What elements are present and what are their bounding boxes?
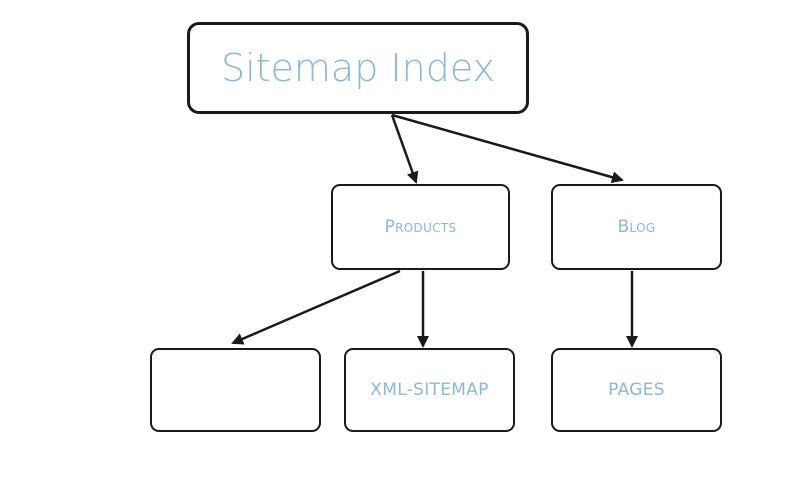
xml-sitemap-label: XML-SITEMAP bbox=[370, 380, 489, 400]
products-node: Products bbox=[331, 184, 510, 270]
blog-node: Blog bbox=[551, 184, 722, 270]
blog-label: Blog bbox=[617, 217, 656, 237]
sitemap-index-label: Sitemap Index bbox=[220, 46, 496, 90]
products-label: Products bbox=[384, 217, 457, 237]
pages-node: PAGES bbox=[551, 348, 722, 432]
edge-root-to-blog bbox=[391, 113, 624, 184]
empty-node bbox=[150, 348, 321, 432]
sitemap-index-node: Sitemap Index bbox=[187, 22, 529, 114]
edge-products-to-empty bbox=[231, 269, 401, 345]
edge-root-to-products bbox=[390, 114, 419, 184]
xml-sitemap-node: XML-SITEMAP bbox=[344, 348, 515, 432]
pages-label: PAGES bbox=[608, 380, 665, 400]
